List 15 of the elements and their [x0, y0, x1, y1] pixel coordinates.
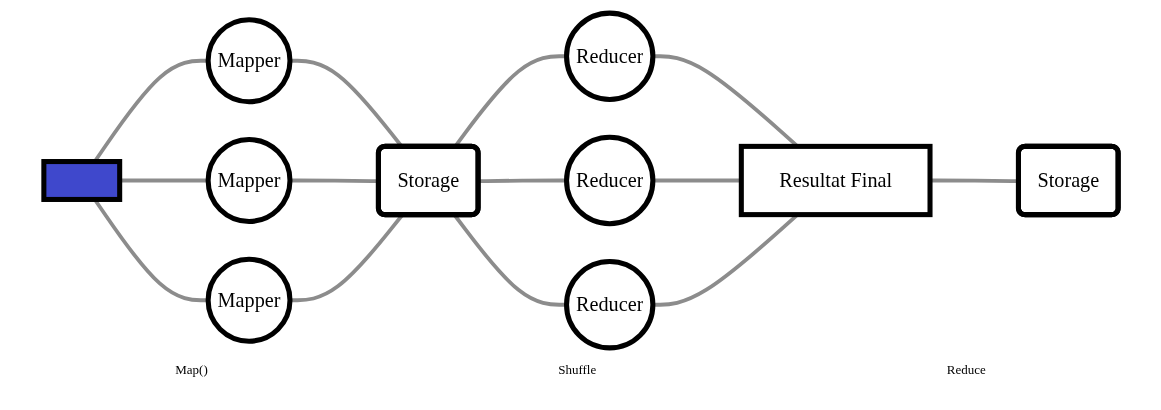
- connector: [289, 178, 379, 183]
- stage-label: Map(): [174, 361, 209, 379]
- stage-label: Shuffle: [557, 361, 598, 379]
- connector: [478, 178, 567, 183]
- stage-label: Reduce: [945, 361, 987, 379]
- node-circle: Mapper: [205, 16, 292, 104]
- connector: [119, 178, 208, 182]
- node-circle: Reducer: [563, 258, 655, 350]
- node-circle: Reducer: [563, 134, 655, 226]
- node-circle: Mapper: [205, 136, 292, 224]
- node-box: [40, 158, 122, 202]
- node-circle: Reducer: [563, 10, 655, 102]
- connector: [652, 178, 741, 182]
- node-circle: Mapper: [205, 256, 292, 344]
- node-box: Resultat Final: [738, 143, 933, 217]
